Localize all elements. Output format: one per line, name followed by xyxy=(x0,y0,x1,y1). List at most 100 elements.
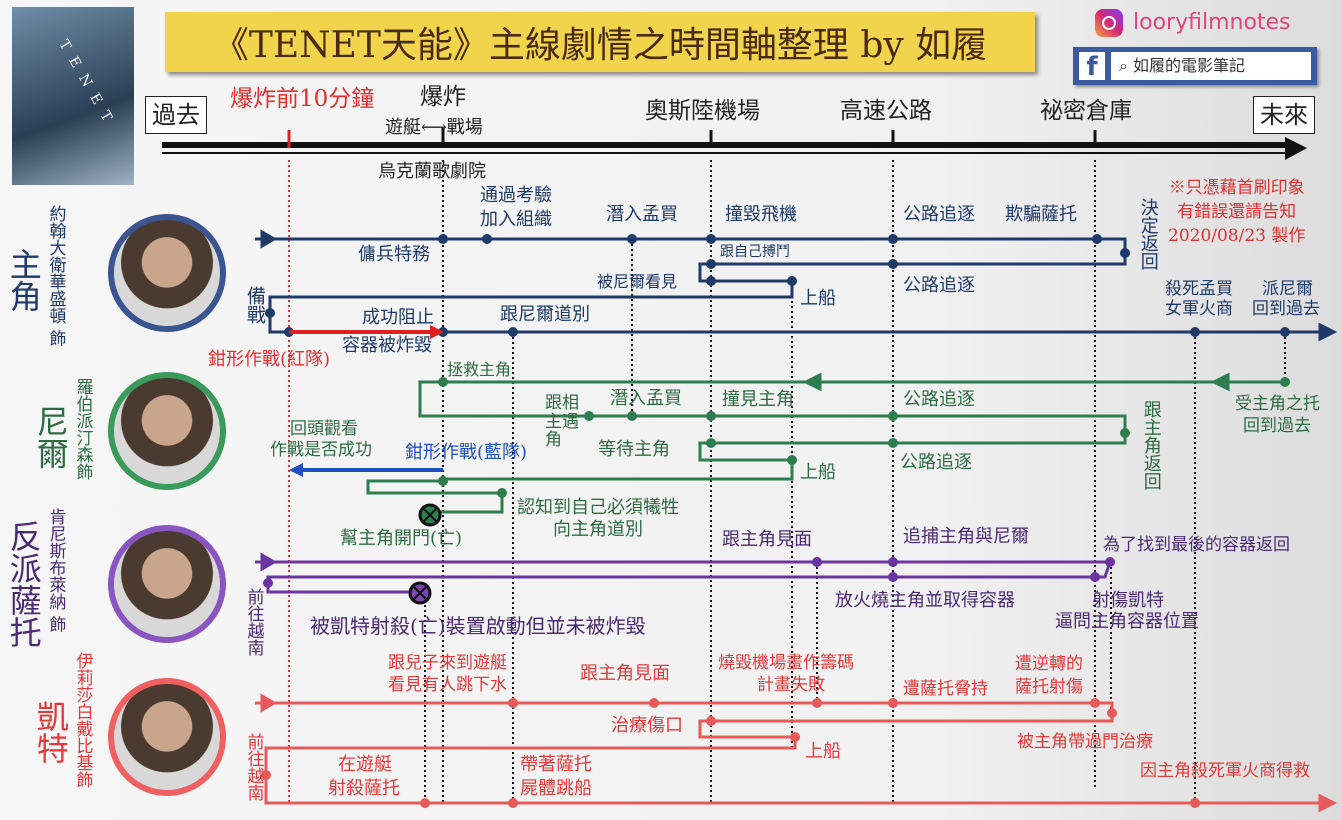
event-label: 回到過去 xyxy=(1243,416,1311,436)
page-title: 《TENET天能》主線劇情之時間軸整理 by 如履 xyxy=(165,12,1035,72)
event-label: 遭逆轉的 xyxy=(1015,654,1083,674)
event-label: 認知到自己必須犧牲 xyxy=(517,497,679,518)
event-label: 公路追逐 xyxy=(903,275,975,296)
avatar-kat xyxy=(108,678,226,796)
neil-path xyxy=(289,372,1290,514)
event-label: 帶著薩托 xyxy=(520,754,592,775)
highway-label: 高速公路 xyxy=(840,98,932,124)
event-label: 薩托射傷 xyxy=(1015,677,1083,697)
event-label: 為了找到最後的容器返回 xyxy=(1103,535,1290,555)
event-label: 被主角帶過門治療 xyxy=(1017,732,1153,752)
search-icon: ⌕ xyxy=(1119,56,1134,75)
event-label: 等待主角 xyxy=(598,439,670,460)
event-label: 通過考驗 xyxy=(480,185,552,206)
event-label: 女軍火商 xyxy=(1165,299,1233,319)
event-label: 遭薩托脅持 xyxy=(903,679,988,699)
event-label: 被尼爾看見 xyxy=(597,272,678,291)
yacht-battlefield-label: 遊艇⟷戰場 xyxy=(385,117,483,138)
sator-death-icon xyxy=(408,581,432,605)
event-label: 被凱特射殺(亡)裝置啟動但並未被炸毀 xyxy=(310,614,646,638)
event-label: 上船 xyxy=(800,462,836,483)
event-label: 前往越南 xyxy=(243,733,264,801)
event-label: 公路追逐 xyxy=(903,389,975,410)
avatar-neil xyxy=(108,372,226,490)
event-label: 向主角道別 xyxy=(553,519,643,540)
event-label: 跟相主遇角 xyxy=(545,393,579,451)
event-label: 幫主角開門(亡) xyxy=(340,528,463,549)
actor-sator: 肯尼斯布萊納 飾 xyxy=(45,508,66,633)
event-label: 作戰是否成功 xyxy=(270,440,372,460)
protagonist-path xyxy=(255,229,1338,342)
event-label: 公路追逐 xyxy=(903,204,975,225)
event-label: 射殺薩托 xyxy=(328,778,400,799)
event-label: 射傷凱特 xyxy=(1092,590,1164,611)
facebook-page-name: 如履的電影筆記 xyxy=(1133,56,1246,75)
event-label: 潛入孟買 xyxy=(610,388,682,409)
event-label: 跟兒子來到遊艇 xyxy=(388,653,507,673)
role-neil: 尼爾 xyxy=(31,405,70,469)
facebook-search-box[interactable]: f ⌕ 如履的電影筆記 xyxy=(1073,47,1317,85)
event-label: 撞毀飛機 xyxy=(725,204,797,225)
event-label: 前往越南 xyxy=(243,588,264,656)
event-label: 看見有人跳下水 xyxy=(388,675,507,695)
event-label: 鉗形作戰(紅隊) xyxy=(208,349,331,370)
warehouse-label: 祕密倉庫 xyxy=(1040,98,1132,124)
dotted-guides xyxy=(288,160,1286,805)
actor-protagonist: 約翰大衛華盛頓 飾 xyxy=(45,205,66,347)
tenet-poster: TENET xyxy=(12,7,134,185)
event-label: 容器被炸毀 xyxy=(342,335,432,356)
event-label: 燒毀機場畫作籌碼 xyxy=(718,653,854,673)
event-label: 派尼爾 xyxy=(1262,279,1313,299)
event-label: 上船 xyxy=(800,288,836,309)
event-label: 加入組織 xyxy=(480,209,552,230)
event-label: 上船 xyxy=(805,741,841,762)
avatar-protagonist xyxy=(108,214,226,332)
event-label: 跟主角返回 xyxy=(1140,400,1162,490)
sator-path xyxy=(255,552,1115,594)
event-label: 公路追逐 xyxy=(900,452,972,473)
event-label: 治療傷口 xyxy=(611,715,683,736)
event-label: 放火燒主角並取得容器 xyxy=(835,590,1015,611)
event-label: 受主角之托 xyxy=(1235,394,1320,414)
actor-kat: 伊莉莎白戴比基飾 xyxy=(72,652,93,788)
past-label: 過去 xyxy=(145,96,207,134)
before-explosion-label: 爆炸前10分鐘 xyxy=(230,86,375,112)
avatar-sator xyxy=(108,525,226,643)
event-label: 逼問主角容器位置 xyxy=(1055,611,1199,632)
facebook-icon: f xyxy=(1079,52,1105,82)
event-label: 拯救主角 xyxy=(447,360,512,379)
opera-label: 烏克蘭歌劇院 xyxy=(378,161,486,182)
event-label: 備戰 xyxy=(243,286,266,324)
instagram-handle[interactable]: looryfilmnotes xyxy=(1133,10,1291,35)
future-label: 未來 xyxy=(1253,96,1315,134)
event-label: 回頭觀看 xyxy=(290,419,358,439)
event-label: 欺騙薩托 xyxy=(1005,204,1077,225)
actor-neil: 羅伯派汀森飾 xyxy=(72,378,93,480)
event-label: 因主角殺死軍火商得救 xyxy=(1140,761,1310,781)
main-time-axis xyxy=(162,128,1307,160)
instagram-icon xyxy=(1095,9,1123,37)
event-label: 回到過去 xyxy=(1252,299,1320,319)
event-label: 追捕主角與尼爾 xyxy=(903,526,1029,547)
event-label: 成功阻止 xyxy=(362,307,434,328)
event-label: 殺死孟買 xyxy=(1165,279,1233,299)
event-label: 跟主角見面 xyxy=(580,663,670,684)
event-label: 跟主角見面 xyxy=(722,529,812,550)
event-label: 計畫失敗 xyxy=(757,675,825,695)
event-label: 屍體跳船 xyxy=(520,778,592,799)
neil-death-icon xyxy=(418,503,442,527)
event-label: 鉗形作戰(藍隊) xyxy=(405,442,528,463)
kat-path xyxy=(255,693,1338,813)
oslo-label: 奧斯陸機場 xyxy=(645,98,760,124)
event-label: 潛入孟買 xyxy=(606,204,678,225)
role-sator: 反派薩托 xyxy=(4,520,43,648)
event-label: 跟自己搏鬥 xyxy=(720,244,790,260)
event-label: 在遊艇 xyxy=(338,754,392,775)
event-label: 跟尼爾道別 xyxy=(500,304,590,325)
role-protagonist: 主角 xyxy=(4,248,43,312)
event-label: 傭兵特務 xyxy=(358,244,430,265)
event-label: 決定返回 xyxy=(1137,198,1159,270)
explosion-label: 爆炸 xyxy=(420,84,466,110)
